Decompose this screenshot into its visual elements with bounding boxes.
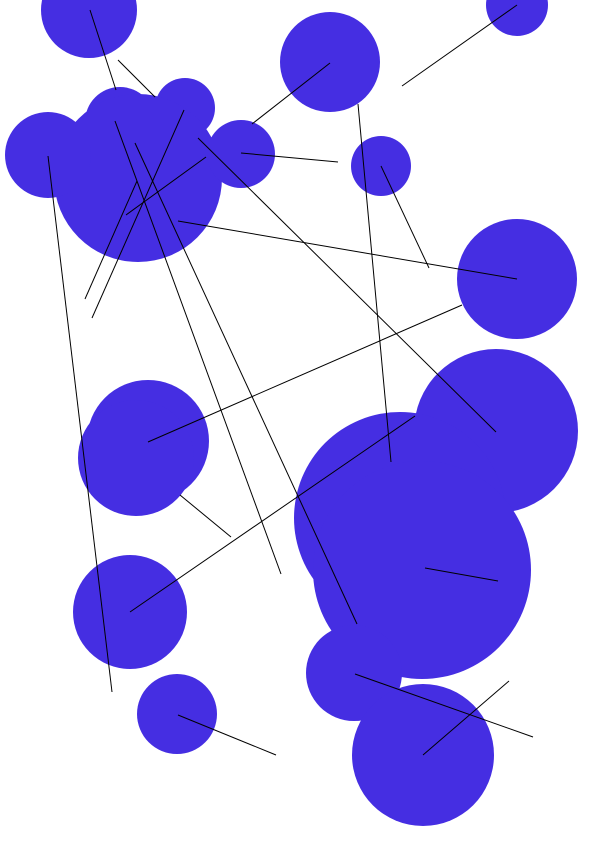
line-7 [91,109,185,319]
line-16 [47,155,113,693]
circle-7 [5,112,91,198]
line-13 [380,165,430,269]
circle-8 [207,120,275,188]
line-9 [134,142,358,625]
line-4 [251,62,331,125]
circle-18 [137,674,217,754]
line-14 [177,220,518,280]
circle-17 [306,625,402,721]
line-21 [422,680,510,756]
line-17 [179,494,232,538]
line-19 [424,567,499,582]
circle-15 [313,461,531,679]
line-15 [147,304,463,443]
circle-3 [280,12,380,112]
circle-13 [78,400,194,516]
line-18 [129,415,416,613]
line-11 [357,103,392,463]
line-12 [240,152,339,163]
line-8 [114,120,282,575]
line-22 [177,714,277,756]
line-3 [401,4,518,87]
line-20 [354,673,534,738]
line-10 [197,137,497,433]
line-5 [125,156,207,216]
circle-group [5,0,578,826]
line-2 [117,59,156,98]
circle-6 [54,94,222,262]
line-group [47,4,534,756]
circle-2 [486,0,548,36]
line-1 [89,9,117,91]
circle-1 [41,0,137,58]
line-6 [84,180,138,300]
